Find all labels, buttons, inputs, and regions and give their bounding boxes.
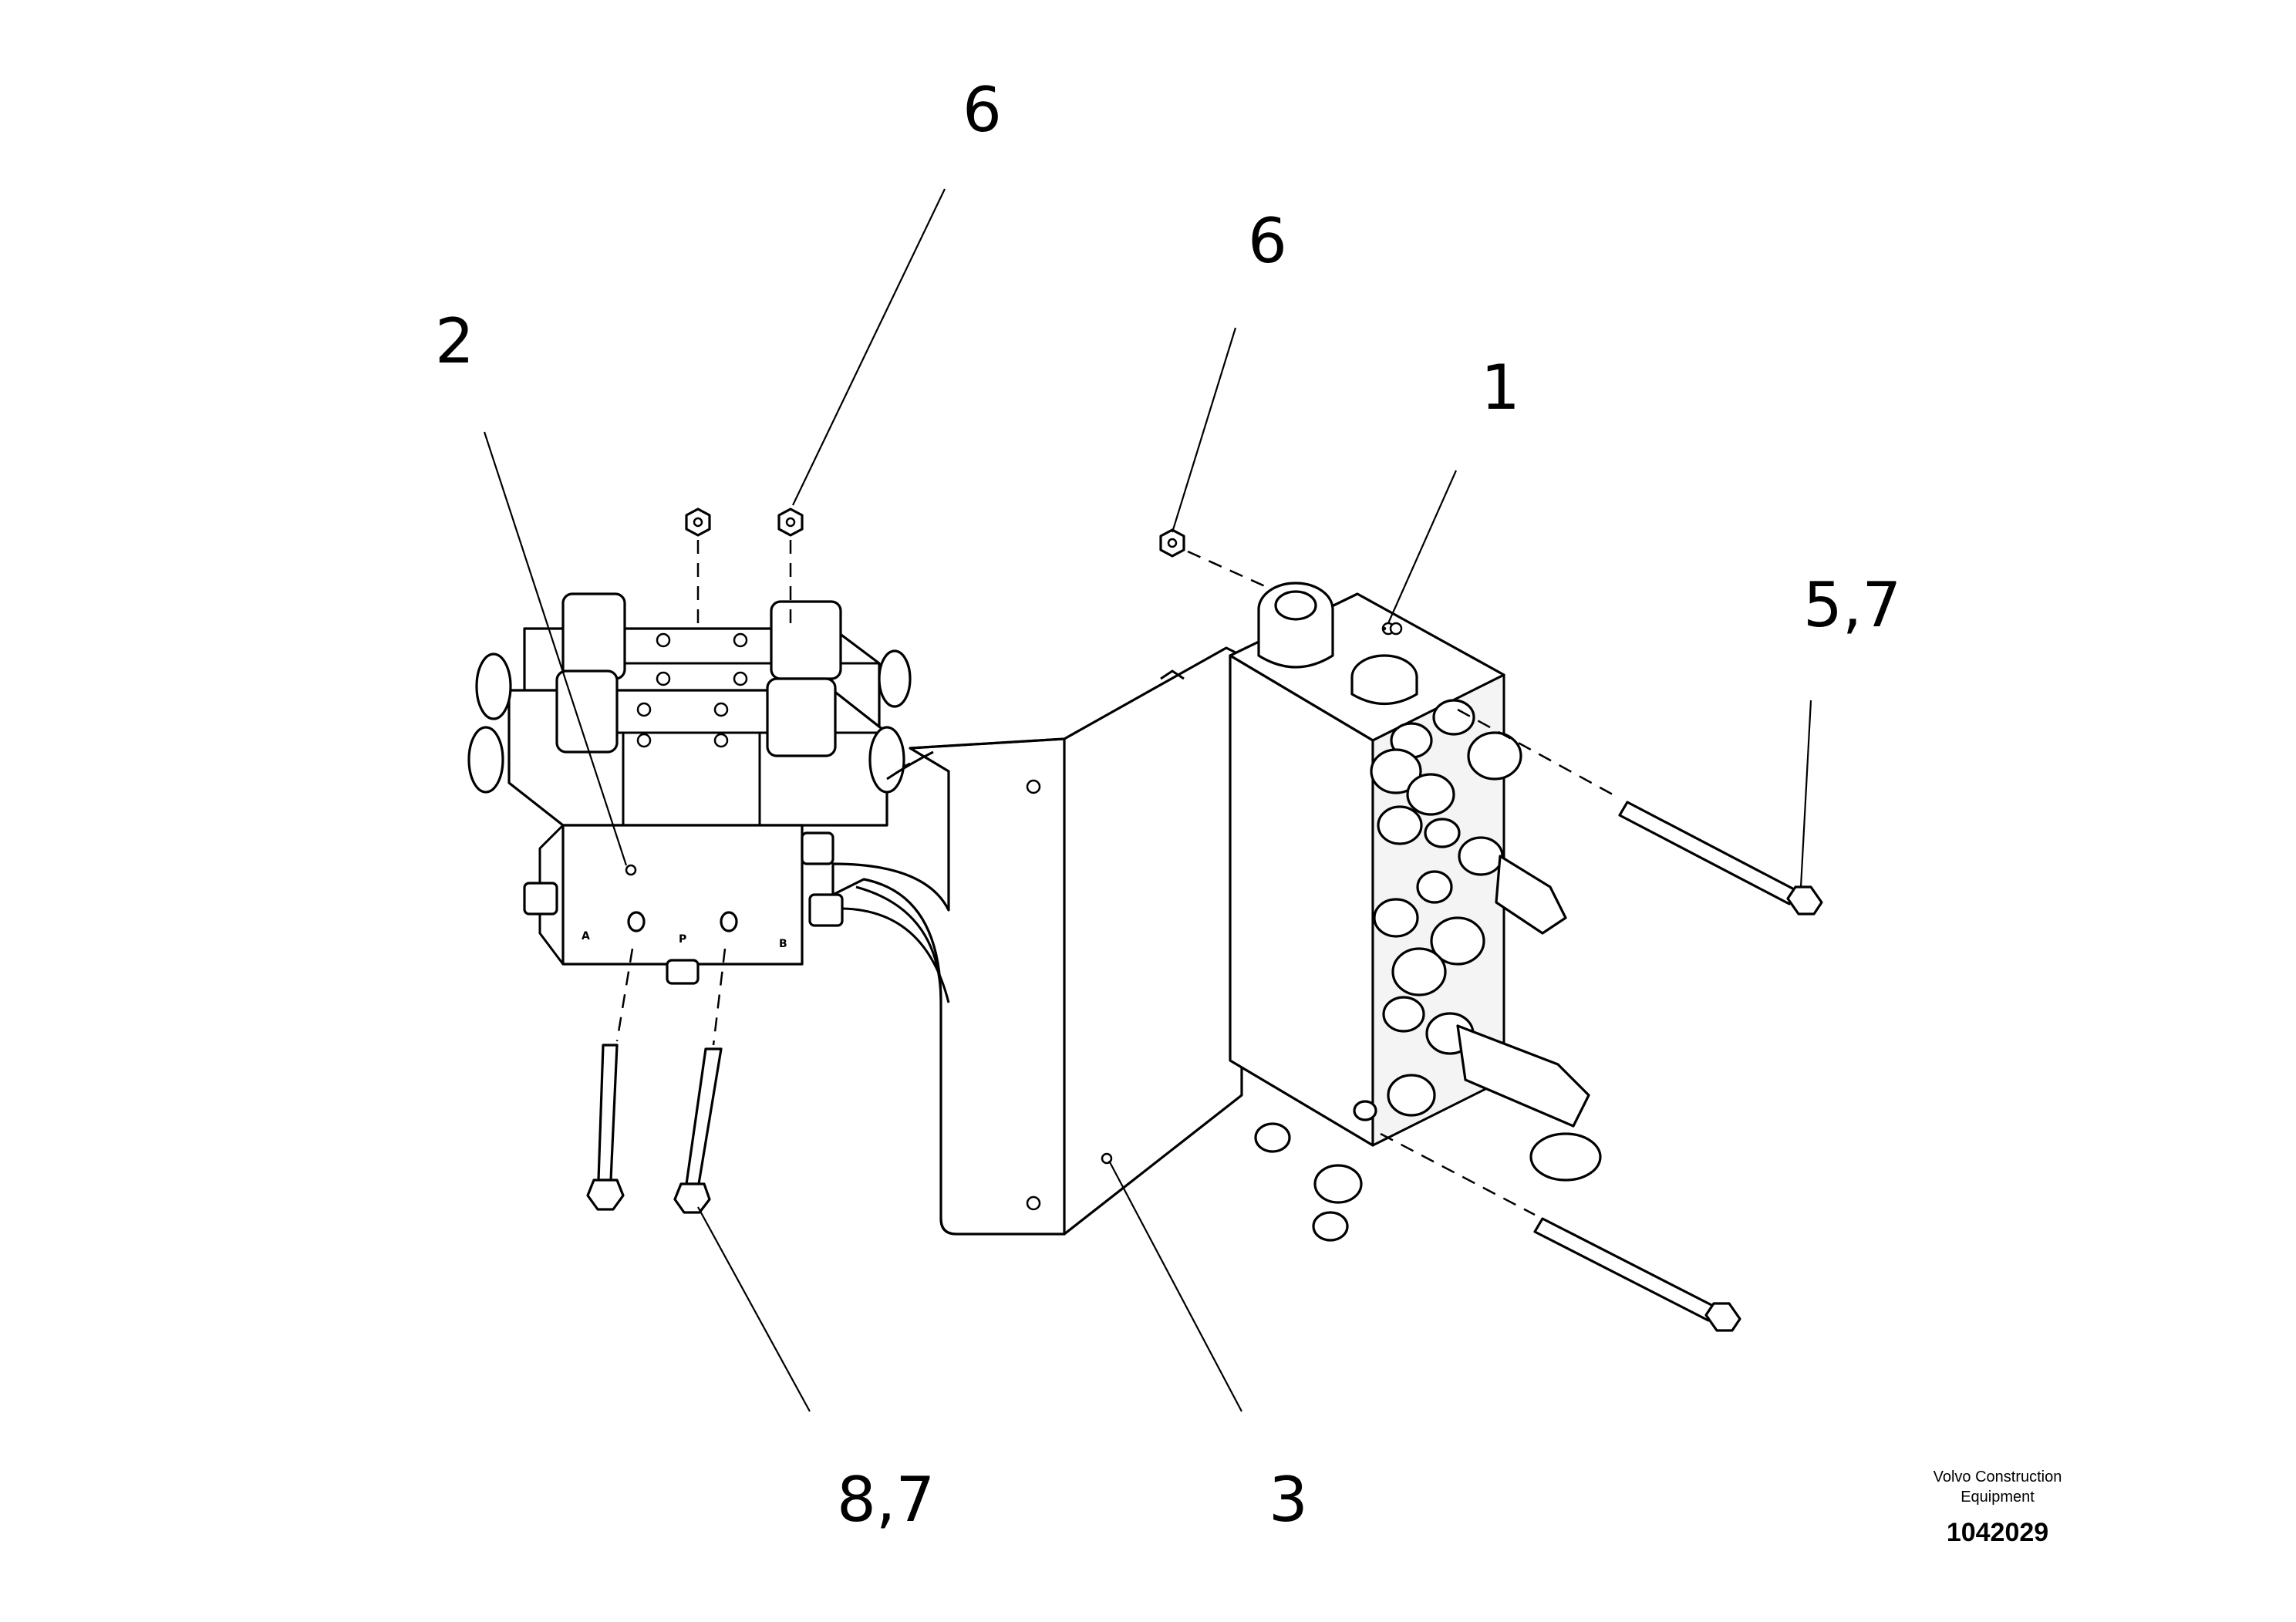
leader-lines <box>483 188 1812 1412</box>
brand-line2: Equipment <box>1961 1489 2035 1506</box>
callout-3: 3 <box>1269 1464 1308 1536</box>
brand-line1: Volvo Construction <box>1933 1469 2062 1485</box>
brand-block: Volvo Construction Equipment 1042029 <box>1882 1467 2113 1548</box>
valve-fittings <box>1353 699 1602 1182</box>
assembly-guide-lines <box>615 540 1620 1216</box>
callout-6-left: 6 <box>963 74 1002 146</box>
callout-2: 2 <box>435 305 474 377</box>
callout-5-7: 5,7 <box>1803 569 1901 641</box>
hex-nuts <box>685 508 1185 558</box>
port-letter-a: A <box>582 930 590 943</box>
port-letter-p: P <box>679 933 686 946</box>
drawing-code: 1042029 <box>1946 1518 2049 1547</box>
callout-labels: 6 6 2 1 5,7 8,7 3 <box>435 74 1901 1536</box>
valve-block <box>1229 582 1602 1242</box>
callout-1: 1 <box>1481 352 1520 423</box>
port-letter-b: B <box>779 938 787 950</box>
bolts <box>586 801 1823 1332</box>
solenoid-valve-stack: A P B <box>467 592 950 1003</box>
callout-6-right: 6 <box>1248 205 1287 277</box>
brand-name: Volvo Construction Equipment <box>1882 1467 2113 1507</box>
callout-8-7: 8,7 <box>837 1464 935 1536</box>
